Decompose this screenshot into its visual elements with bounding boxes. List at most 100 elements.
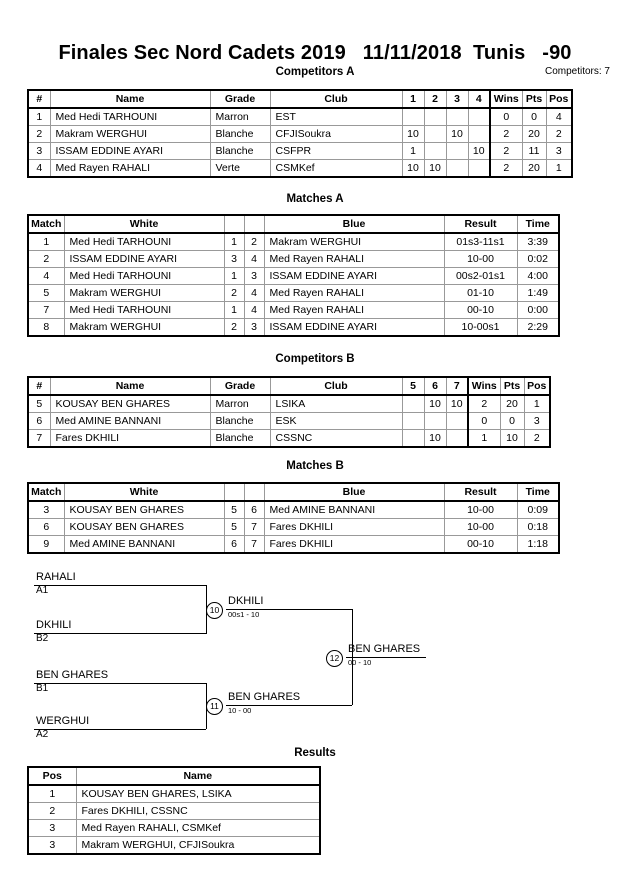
col-white: White	[63, 482, 225, 502]
cell-wins: 2	[467, 394, 501, 413]
cell-match: 8	[27, 318, 65, 337]
cell-match: 4	[27, 267, 65, 285]
col-blue-seed	[243, 482, 265, 502]
cell-m4	[467, 159, 491, 178]
cell-num: 3	[27, 142, 51, 160]
cell-match: 5	[27, 284, 65, 302]
col-pos: Pos	[27, 766, 77, 786]
col-white: White	[63, 214, 225, 234]
cell-result: 00-10	[443, 535, 518, 554]
table-row: 5 KOUSAY BEN GHARES Marron LSIKA 10 10 2…	[27, 394, 551, 413]
table-row: 8 Makram WERGHUI 2 3 ISSAM EDDINE AYARI …	[27, 318, 560, 337]
col-grade: Grade	[209, 376, 271, 396]
col-m7: 7	[445, 376, 469, 396]
col-m6: 6	[423, 376, 447, 396]
cell-white-seed: 1	[223, 267, 245, 285]
cell-m3	[445, 142, 469, 160]
cell-m6: 10	[423, 394, 447, 413]
bracket-entry-line	[34, 683, 206, 684]
table-header-row: Match White Blue Result Time	[27, 214, 560, 234]
cell-club: CSMKef	[269, 159, 403, 178]
cell-m2: 10	[423, 159, 447, 178]
cell-m1: 10	[401, 125, 425, 143]
matches-b-table: Match White Blue Result Time 3 KOUSAY BE…	[27, 482, 560, 554]
cell-wins: 2	[489, 125, 523, 143]
table-header-row: Pos Name	[27, 766, 321, 786]
cell-blue: Fares DKHILI	[263, 518, 445, 536]
col-result: Result	[443, 214, 518, 234]
cell-m2	[423, 107, 447, 126]
cell-m7	[445, 429, 469, 448]
table-row: 1 Med Hedi TARHOUNI 1 2 Makram WERGHUI 0…	[27, 232, 560, 251]
cell-blue: Med AMINE BANNANI	[263, 500, 445, 519]
cell-m3	[445, 159, 469, 178]
cell-blue-seed: 7	[243, 518, 265, 536]
table-row: 7 Fares DKHILI Blanche CSSNC 10 1 10 2	[27, 429, 551, 448]
cell-blue-seed: 2	[243, 232, 265, 251]
col-white-seed	[223, 482, 245, 502]
cell-club: EST	[269, 107, 403, 126]
cell-result: 01-10	[443, 284, 518, 302]
col-m4: 4	[467, 89, 491, 109]
cell-white: ISSAM EDDINE AYARI	[63, 250, 225, 268]
cell-m5	[401, 429, 425, 448]
col-time: Time	[516, 214, 560, 234]
cell-m6: 10	[423, 429, 447, 448]
cell-pos: 2	[27, 802, 77, 820]
cell-wins: 2	[489, 142, 523, 160]
bracket-score: 00s1 - 10	[228, 610, 260, 619]
col-white-seed	[223, 214, 245, 234]
table-row: 3 Makram WERGHUI, CFJISoukra	[27, 836, 321, 855]
col-pts: Pts	[499, 376, 525, 396]
col-m2: 2	[423, 89, 447, 109]
table-row: 2 Makram WERGHUI Blanche CFJISoukra 10 1…	[27, 125, 573, 143]
cell-result: 01s3-11s1	[443, 232, 518, 251]
cell-wins: 0	[489, 107, 523, 126]
cell-time: 1:49	[516, 284, 560, 302]
cell-pts: 20	[521, 159, 547, 178]
cell-m3: 10	[445, 125, 469, 143]
page-title: Finales Sec Nord Cadets 2019 11/11/2018 …	[58, 42, 572, 64]
matches-a-table: Match White Blue Result Time 1 Med Hedi …	[27, 214, 560, 337]
cell-white-seed: 6	[223, 535, 245, 554]
bracket-entry-line	[34, 585, 206, 586]
cell-wins: 1	[467, 429, 501, 448]
col-match: Match	[27, 214, 65, 234]
bracket-entry-seed: B2	[36, 633, 49, 644]
cell-m1	[401, 107, 425, 126]
cell-time: 4:00	[516, 267, 560, 285]
col-name: Name	[49, 376, 211, 396]
cell-match: 1	[27, 232, 65, 251]
cell-pos: 3	[27, 836, 77, 855]
col-match: Match	[27, 482, 65, 502]
col-pos: Pos	[523, 376, 551, 396]
cell-num: 5	[27, 394, 51, 413]
cell-pts: 11	[521, 142, 547, 160]
cell-blue: Med Rayen RAHALI	[263, 301, 445, 319]
bracket-match-number: 11	[206, 698, 223, 715]
competitors-b-table: # Name Grade Club 5 6 7 Wins Pts Pos 5 K…	[27, 376, 551, 448]
bracket-entry-seed: B1	[36, 683, 49, 694]
cell-pos: 1	[523, 394, 551, 413]
section-heading-matches-b: Matches B	[286, 460, 344, 472]
cell-club: CSFPR	[269, 142, 403, 160]
cell-name: Fares DKHILI	[49, 429, 211, 448]
bracket-score: 10 - 00	[228, 706, 252, 715]
cell-pos: 2	[523, 429, 551, 448]
section-heading-results: Results	[294, 747, 336, 759]
cell-white: KOUSAY BEN GHARES	[63, 500, 225, 519]
cell-result: 10-00	[443, 500, 518, 519]
cell-match: 6	[27, 518, 65, 536]
cell-num: 1	[27, 107, 51, 126]
cell-blue-seed: 4	[243, 284, 265, 302]
col-blue: Blue	[263, 214, 445, 234]
bracket-winner-line	[226, 609, 352, 610]
table-header-row: # Name Grade Club 1 2 3 4 Wins Pts Pos	[27, 89, 573, 109]
bracket-winner-line	[226, 705, 352, 706]
cell-blue-seed: 4	[243, 301, 265, 319]
cell-white-seed: 5	[223, 500, 245, 519]
cell-white-seed: 2	[223, 318, 245, 337]
cell-m7	[445, 412, 469, 430]
cell-blue-seed: 3	[243, 267, 265, 285]
col-name: Name	[75, 766, 321, 786]
